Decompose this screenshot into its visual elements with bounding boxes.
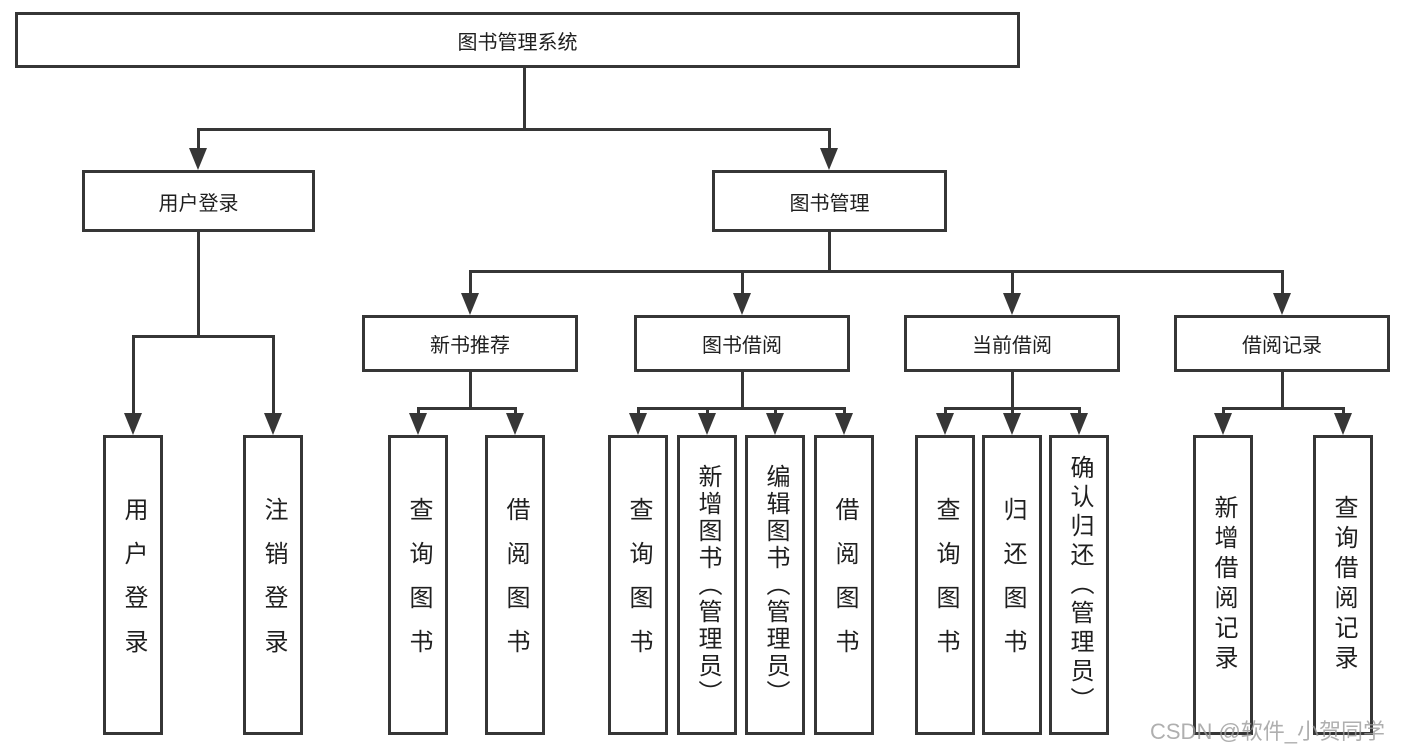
connector-drop-borrow-records <box>1281 270 1284 293</box>
leaf-cb-confirm-return-admin: 确认归还（管理员） <box>1049 435 1109 735</box>
arrowhead-leaf-logout-icon <box>264 413 282 435</box>
connector-level2-hbar <box>469 270 1283 273</box>
connector-drop-cb-return <box>1011 407 1014 415</box>
leaf-br-add-record-label: 新增借阅记录 <box>1210 495 1237 675</box>
node-user-login: 用户登录 <box>82 170 315 232</box>
arrowhead-nb-borrow-icon <box>506 413 524 435</box>
leaf-bb-borrow-books-label: 借阅图书 <box>831 497 858 673</box>
arrowhead-br-query-icon <box>1334 413 1352 435</box>
connector-drop-book-borrowing <box>741 270 744 293</box>
leaf-nb-query-books: 查询图书 <box>388 435 448 735</box>
leaf-bb-query-books-label: 查询图书 <box>625 497 652 673</box>
connector-drop-bb-query <box>637 407 640 415</box>
node-borrow-records-label: 借阅记录 <box>1242 335 1322 357</box>
connector-root-hbar <box>197 128 830 131</box>
arrowhead-book-management-icon <box>820 148 838 170</box>
node-new-book-recommendation: 新书推荐 <box>362 315 578 372</box>
connector-new-book-stem <box>469 372 472 407</box>
arrowhead-book-borrowing-icon <box>733 293 751 315</box>
connector-drop-cb-confirm <box>1078 407 1081 415</box>
arrowhead-new-book-icon <box>461 293 479 315</box>
arrowhead-cb-return-icon <box>1003 413 1021 435</box>
connector-drop-new-book <box>469 270 472 293</box>
node-borrow-records: 借阅记录 <box>1174 315 1390 372</box>
connector-drop-current-borrowing <box>1011 270 1014 293</box>
arrowhead-cb-query-icon <box>936 413 954 435</box>
leaf-cb-query-books-label: 查询图书 <box>932 497 959 673</box>
connector-book-management-stem <box>828 232 831 270</box>
connector-user-login-stem <box>197 232 200 335</box>
connector-new-book-hbar <box>417 407 517 410</box>
connector-drop-book-management <box>828 128 831 150</box>
connector-drop-nb-query <box>417 407 420 415</box>
leaf-br-query-record-label: 查询借阅记录 <box>1330 495 1357 675</box>
connector-drop-bb-borrow <box>843 407 846 415</box>
node-root: 图书管理系统 <box>15 12 1020 68</box>
node-book-management: 图书管理 <box>712 170 947 232</box>
leaf-cb-return-books: 归还图书 <box>982 435 1042 735</box>
node-user-login-label: 用户登录 <box>158 192 239 215</box>
arrowhead-leaf-user-login-icon <box>124 413 142 435</box>
connector-current-borrowing-stem <box>1011 372 1014 407</box>
leaf-br-query-record: 查询借阅记录 <box>1313 435 1373 735</box>
connector-book-borrowing-stem <box>741 372 744 407</box>
leaf-br-add-record: 新增借阅记录 <box>1193 435 1253 735</box>
leaf-bb-add-books-admin-label: 新增图书（管理员） <box>694 463 721 707</box>
arrowhead-br-add-icon <box>1214 413 1232 435</box>
leaf-bb-borrow-books: 借阅图书 <box>814 435 874 735</box>
connector-drop-user-login <box>197 128 200 150</box>
leaf-bb-add-books-admin: 新增图书（管理员） <box>677 435 737 735</box>
leaf-bb-edit-books-admin: 编辑图书（管理员） <box>745 435 805 735</box>
connector-user-login-hbar <box>132 335 275 338</box>
leaf-cb-confirm-return-admin-label: 确认归还（管理员） <box>1066 454 1093 716</box>
connector-drop-bb-add <box>706 407 709 415</box>
leaf-logout-label: 注销登录 <box>260 497 287 673</box>
connector-root-stem <box>523 68 526 128</box>
leaf-user-login-label: 用户登录 <box>120 497 147 673</box>
leaf-cb-query-books: 查询图书 <box>915 435 975 735</box>
leaf-nb-query-books-label: 查询图书 <box>405 497 432 673</box>
node-new-book-recommendation-label: 新书推荐 <box>430 335 510 357</box>
arrowhead-bb-edit-icon <box>766 413 784 435</box>
leaf-nb-borrow-books-label: 借阅图书 <box>502 497 529 673</box>
arrowhead-bb-borrow-icon <box>835 413 853 435</box>
node-current-borrowing-label: 当前借阅 <box>972 335 1052 357</box>
arrowhead-nb-query-icon <box>409 413 427 435</box>
node-book-borrowing: 图书借阅 <box>634 315 850 372</box>
leaf-bb-edit-books-admin-label: 编辑图书（管理员） <box>762 463 789 707</box>
leaf-logout: 注销登录 <box>243 435 303 735</box>
arrowhead-cb-confirm-icon <box>1070 413 1088 435</box>
node-root-label: 图书管理系统 <box>457 31 578 54</box>
leaf-nb-borrow-books: 借阅图书 <box>485 435 545 735</box>
leaf-cb-return-books-label: 归还图书 <box>999 497 1026 673</box>
connector-borrow-records-stem <box>1281 372 1284 407</box>
arrowhead-user-login-icon <box>189 148 207 170</box>
connector-drop-leaf-user-login <box>132 335 135 413</box>
node-current-borrowing: 当前借阅 <box>904 315 1120 372</box>
arrowhead-bb-add-icon <box>698 413 716 435</box>
csdn-watermark: CSDN @软件_小贺同学 <box>1150 719 1386 744</box>
node-book-management-label: 图书管理 <box>789 192 870 215</box>
leaf-user-login: 用户登录 <box>103 435 163 735</box>
node-book-borrowing-label: 图书借阅 <box>702 335 782 357</box>
arrowhead-current-borrowing-icon <box>1003 293 1021 315</box>
connector-drop-br-add <box>1222 407 1225 415</box>
leaf-bb-query-books: 查询图书 <box>608 435 668 735</box>
connector-drop-bb-edit <box>774 407 777 415</box>
connector-drop-nb-borrow <box>514 407 517 415</box>
connector-drop-leaf-logout <box>272 335 275 413</box>
connector-book-borrowing-hbar <box>637 407 845 410</box>
connector-borrow-records-hbar <box>1222 407 1344 410</box>
connector-drop-cb-query <box>944 407 947 415</box>
connector-drop-br-query <box>1342 407 1345 415</box>
arrowhead-borrow-records-icon <box>1273 293 1291 315</box>
arrowhead-bb-query-icon <box>629 413 647 435</box>
